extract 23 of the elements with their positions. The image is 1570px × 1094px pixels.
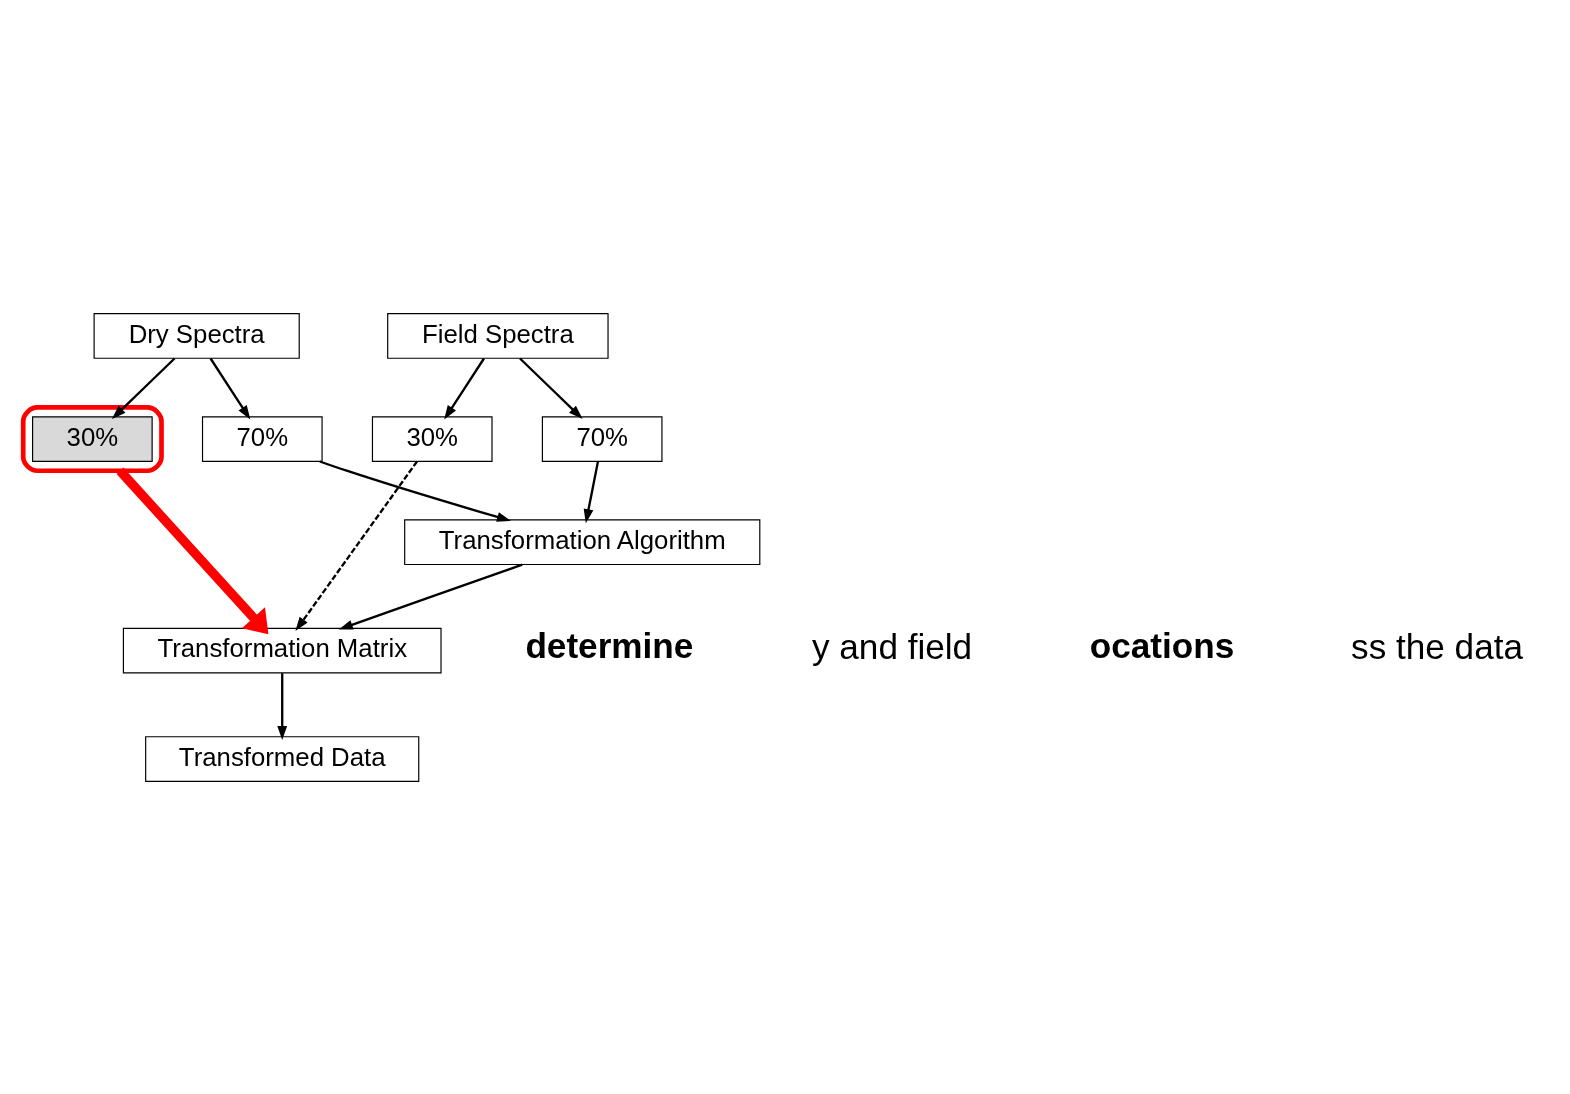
label: y and field (811, 626, 973, 666)
node-box: 30% (32, 415, 153, 462)
node-box: Field Spectra (387, 312, 609, 359)
arrow (116, 467, 269, 634)
arrow (444, 357, 485, 420)
arrow (583, 460, 600, 523)
label: determine (525, 625, 694, 665)
arrow (111, 357, 176, 419)
node-box: 70% (201, 415, 323, 462)
node-box: 30% (371, 415, 493, 462)
label: ss the data (1351, 626, 1523, 666)
node-box: Transformation Matrix (122, 627, 442, 673)
arrow (295, 460, 418, 631)
arrow (338, 563, 523, 629)
label: ocations (1089, 625, 1235, 665)
node-box: Transformation Algorithm (404, 518, 761, 565)
node-box: Transformed Data (145, 735, 420, 782)
arrow (277, 672, 288, 740)
arrow (519, 357, 583, 419)
node-box: Dry Spectra (93, 312, 300, 359)
node-box: 70% (541, 415, 663, 462)
arrow (209, 357, 251, 420)
arrow (319, 459, 512, 522)
